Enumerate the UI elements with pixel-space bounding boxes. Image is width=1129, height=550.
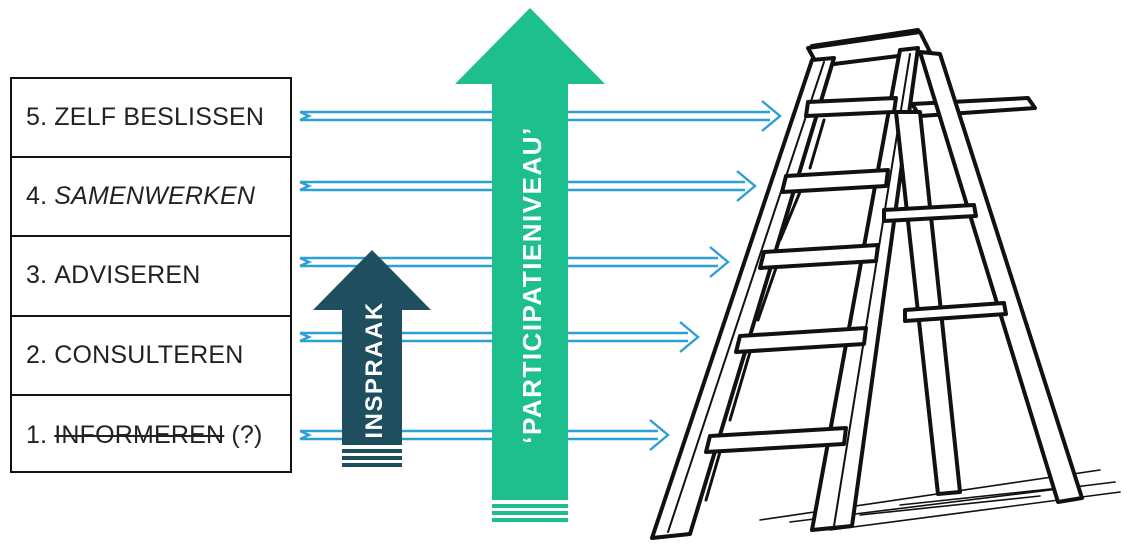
level-label: ZELF BESLISSEN — [54, 103, 265, 132]
level-number: 5. — [26, 103, 48, 132]
level-number: 3. — [26, 261, 48, 290]
ladder-illustration — [650, 28, 1121, 540]
participatieniveau-arrow: ‘PARTICIPATIENIVEAU’ — [455, 8, 605, 522]
level-label: ADVISEREN — [54, 261, 201, 290]
inspraak-label: INSPRAAK — [361, 301, 388, 438]
level-number: 2. — [26, 340, 48, 369]
level-label: INFORMEREN — [54, 420, 225, 449]
level-1-row: 1. INFORMEREN (?) — [12, 396, 290, 475]
level-suffix: (?) — [231, 420, 263, 449]
level-label: CONSULTEREN — [54, 340, 244, 369]
participation-levels-table: 5. ZELF BESLISSEN 4. SAMENWERKEN 3. ADVI… — [10, 77, 292, 473]
level-number: 1. — [26, 420, 48, 449]
level-5-row: 5. ZELF BESLISSEN — [12, 79, 290, 159]
level-2-row: 2. CONSULTEREN — [12, 317, 290, 396]
level-3-row: 3. ADVISEREN — [12, 237, 290, 317]
inspraak-arrow: INSPRAAK — [313, 250, 431, 467]
ladder-steps — [704, 96, 898, 454]
level-label: SAMENWERKEN — [54, 182, 256, 211]
participatieniveau-label: ‘PARTICIPATIENIVEAU’ — [517, 126, 547, 443]
level-number: 4. — [26, 182, 48, 211]
level-4-row: 4. SAMENWERKEN — [12, 158, 290, 238]
